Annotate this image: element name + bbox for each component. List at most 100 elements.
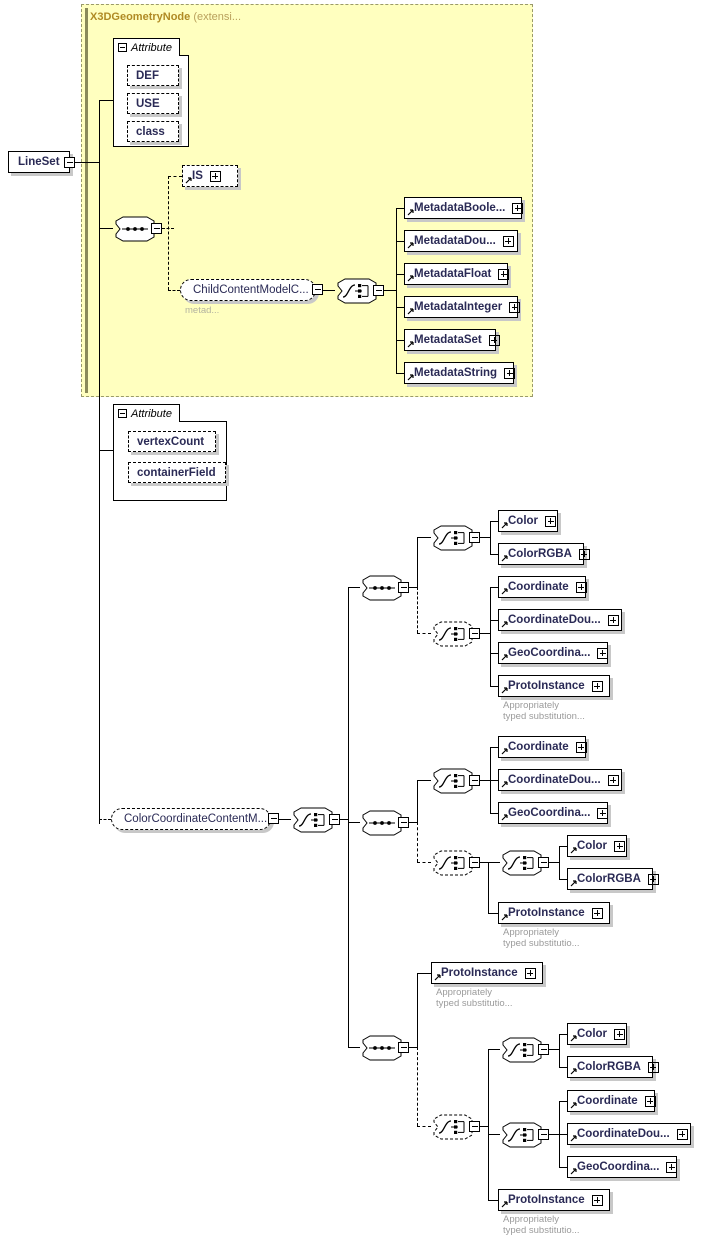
- expand-icon[interactable]: [591, 1194, 603, 1206]
- compositor-choice-3b-nested-coordinate[interactable]: [500, 1122, 542, 1148]
- choice-metadata-collapse-toggle[interactable]: [373, 285, 384, 296]
- expand-icon[interactable]: [502, 235, 514, 247]
- element-color-1[interactable]: Color: [498, 510, 558, 532]
- expand-icon[interactable]: [647, 1061, 659, 1073]
- element-colorrgba-2[interactable]: ColorRGBA: [567, 868, 659, 890]
- expand-icon[interactable]: [209, 170, 221, 182]
- choice-2b-collapse-toggle[interactable]: [469, 857, 480, 868]
- connector: [480, 1126, 488, 1127]
- choice-3b-nested-color-collapse-toggle[interactable]: [538, 1044, 549, 1055]
- element-protoinstance-2[interactable]: ProtoInstance: [498, 902, 610, 924]
- element-coordinate-1[interactable]: Coordinate: [498, 576, 587, 598]
- group-ref-childcontentmodel[interactable]: ChildContentModelC...: [180, 279, 316, 301]
- substitution-arrow-icon: [501, 748, 508, 755]
- group-ref-colorcoordinatecontentmodel[interactable]: ColorCoordinateContentM...: [111, 808, 271, 830]
- compositor-choice-2a[interactable]: [431, 768, 473, 794]
- element-coordinatedouble-2[interactable]: CoordinateDou...: [498, 769, 622, 791]
- attribute-vertexcount[interactable]: vertexCount: [128, 431, 216, 452]
- compositor-choice-2b-nested[interactable]: [500, 850, 542, 876]
- root-element-lineset[interactable]: LineSet: [8, 151, 70, 173]
- expand-icon[interactable]: [676, 1128, 688, 1140]
- choice-2b-nested-collapse-toggle[interactable]: [538, 857, 549, 868]
- expand-icon[interactable]: [488, 334, 500, 346]
- sequence-1-collapse-toggle[interactable]: [398, 582, 409, 593]
- group-ref-childcontentmodel-collapse-toggle[interactable]: [312, 284, 323, 295]
- element-coordinatedouble-1[interactable]: CoordinateDou...: [498, 609, 622, 631]
- sequence-3-collapse-toggle[interactable]: [398, 1042, 409, 1053]
- element-color-3[interactable]: Color: [567, 1023, 627, 1045]
- attribute-use[interactable]: USE: [127, 93, 179, 114]
- compositor-choice-3b-nested-color[interactable]: [500, 1037, 542, 1063]
- element-coordinate-2[interactable]: Coordinate: [498, 736, 587, 758]
- connector: [409, 1047, 417, 1048]
- expand-icon[interactable]: [498, 268, 510, 280]
- expand-icon[interactable]: [524, 967, 536, 979]
- expand-icon[interactable]: [597, 647, 609, 659]
- element-geocoordinate-1[interactable]: GeoCoordina...: [498, 642, 609, 664]
- element-colorrgba-3[interactable]: ColorRGBA: [567, 1056, 659, 1078]
- choice-contentmodel-collapse-toggle[interactable]: [329, 814, 340, 825]
- sequence-inherited-collapse-toggle[interactable]: [151, 223, 162, 234]
- element-protoinstance-1[interactable]: ProtoInstance: [498, 675, 610, 697]
- expand-icon[interactable]: [647, 873, 659, 885]
- expand-icon[interactable]: [666, 1161, 678, 1173]
- compositor-sequence-1[interactable]: [360, 575, 402, 601]
- expand-icon[interactable]: [504, 367, 516, 379]
- element-metadatainteger[interactable]: MetadataInteger: [404, 296, 521, 318]
- element-protoinstance-4[interactable]: ProtoInstance: [498, 1189, 610, 1211]
- expand-icon[interactable]: [575, 581, 587, 593]
- attribute-def[interactable]: DEF: [127, 65, 179, 86]
- element-colorrgba-1-label: ColorRGBA: [508, 548, 572, 560]
- choice-3b-nested-coordinate-collapse-toggle[interactable]: [538, 1129, 549, 1140]
- element-is[interactable]: IS: [182, 165, 238, 187]
- sequence-2-collapse-toggle[interactable]: [398, 817, 409, 828]
- expand-icon[interactable]: [591, 680, 603, 692]
- compositor-sequence-inherited[interactable]: [113, 216, 155, 242]
- compositor-choice-contentmodel[interactable]: [291, 807, 333, 833]
- element-metadatafloat[interactable]: MetadataFloat: [404, 263, 510, 285]
- substitution-arrow-icon: [501, 588, 508, 595]
- element-metadataset[interactable]: MetadataSet: [404, 329, 500, 351]
- element-geocoordinate-3[interactable]: GeoCoordina...: [567, 1156, 678, 1178]
- expand-icon[interactable]: [509, 301, 521, 313]
- element-coordinate-3[interactable]: Coordinate: [567, 1090, 656, 1112]
- element-metadatastring[interactable]: MetadataString: [404, 362, 516, 384]
- expand-icon[interactable]: [578, 548, 590, 560]
- collapse-icon[interactable]: [118, 43, 127, 52]
- element-geocoordinate-2[interactable]: GeoCoordina...: [498, 802, 609, 824]
- expand-icon[interactable]: [614, 1028, 626, 1040]
- expand-icon[interactable]: [607, 614, 619, 626]
- expand-icon[interactable]: [614, 840, 626, 852]
- element-metadataboolean[interactable]: MetadataBoole...: [404, 197, 524, 219]
- attribute-class[interactable]: class: [127, 121, 179, 142]
- expand-icon[interactable]: [591, 907, 603, 919]
- compositor-choice-3b[interactable]: [431, 1114, 473, 1140]
- expand-icon[interactable]: [545, 515, 557, 527]
- compositor-choice-metadata[interactable]: [335, 278, 377, 304]
- attribute-containerfield[interactable]: containerField: [128, 462, 226, 483]
- element-coordinatedouble-3[interactable]: CoordinateDou...: [567, 1123, 691, 1145]
- expand-icon[interactable]: [575, 741, 587, 753]
- expand-icon[interactable]: [644, 1095, 656, 1107]
- expand-icon[interactable]: [512, 202, 524, 214]
- expand-icon[interactable]: [597, 807, 609, 819]
- root-collapse-toggle[interactable]: [64, 157, 75, 168]
- choice-3b-collapse-toggle[interactable]: [469, 1121, 480, 1132]
- group-ref-colorcoordinate-collapse-toggle[interactable]: [268, 813, 279, 824]
- element-color-2[interactable]: Color: [567, 835, 627, 857]
- element-colorrgba-1[interactable]: ColorRGBA: [498, 543, 590, 565]
- choice-1a-collapse-toggle[interactable]: [469, 532, 480, 543]
- compositor-sequence-3[interactable]: [360, 1035, 402, 1061]
- attribute-group-tab[interactable]: Attribute: [113, 404, 180, 422]
- expand-icon[interactable]: [607, 774, 619, 786]
- collapse-icon[interactable]: [118, 409, 127, 418]
- compositor-choice-2b[interactable]: [431, 850, 473, 876]
- choice-2a-collapse-toggle[interactable]: [469, 775, 480, 786]
- compositor-choice-1a[interactable]: [431, 525, 473, 551]
- element-metadatadouble[interactable]: MetadataDou...: [404, 230, 518, 252]
- element-protoinstance-3[interactable]: ProtoInstance: [431, 962, 543, 984]
- attribute-group-tab[interactable]: Attribute: [113, 38, 180, 56]
- choice-1b-collapse-toggle[interactable]: [469, 628, 480, 639]
- compositor-choice-1b[interactable]: [431, 621, 473, 647]
- compositor-sequence-2[interactable]: [360, 810, 402, 836]
